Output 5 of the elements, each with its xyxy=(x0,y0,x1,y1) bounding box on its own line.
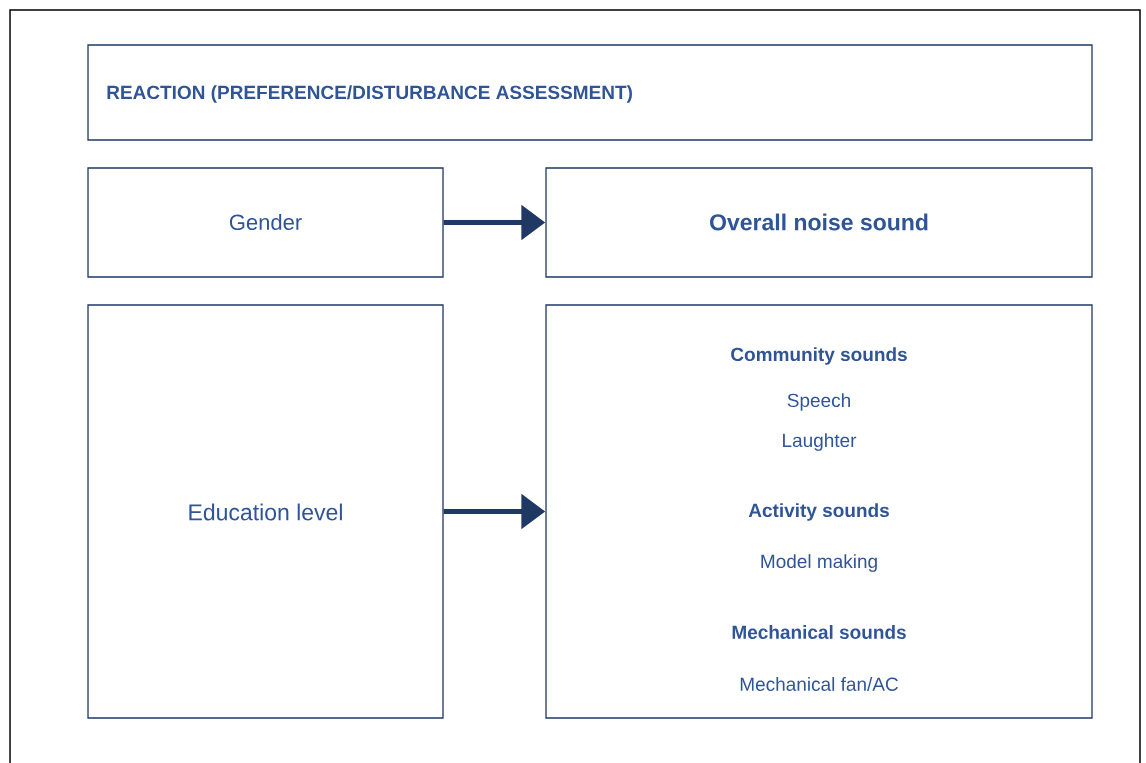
sound-list-box: Community sounds Speech Laughter Activity sounds Model making Mechanical sounds Mechanical fan/AC xyxy=(545,304,1093,719)
outcome-box: Overall noise sound xyxy=(545,167,1093,278)
factor-box: Gender xyxy=(87,167,444,278)
heading-box: REACTION (PREFERENCE/DISTURBANCE ASSESSMENT) xyxy=(87,44,1093,141)
factor-box: Education level xyxy=(87,304,444,719)
